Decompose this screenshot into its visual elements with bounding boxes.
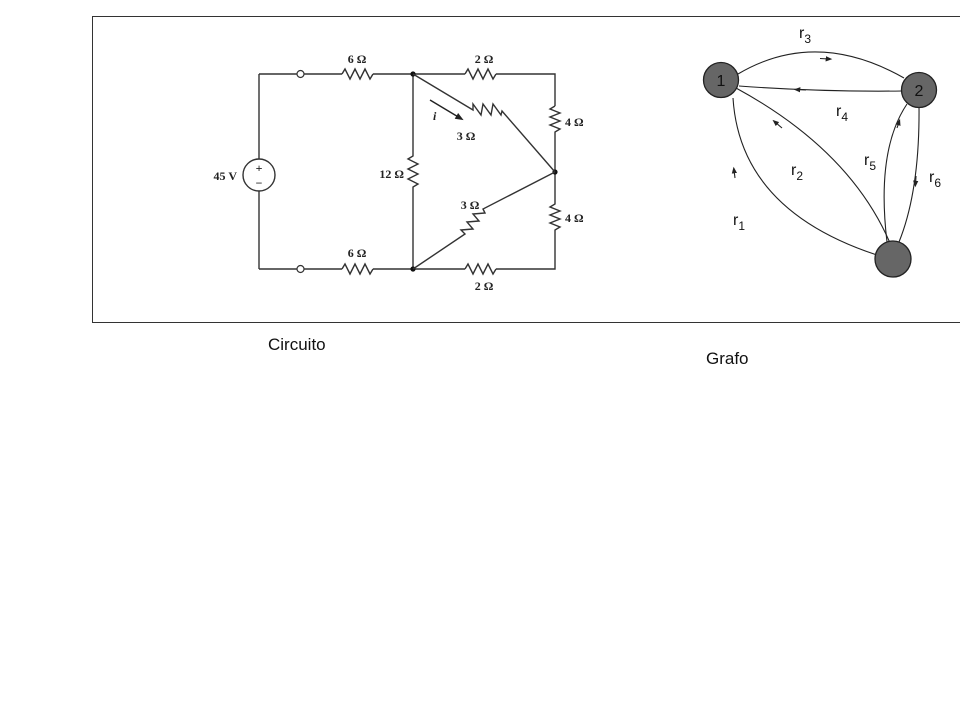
edge-r3	[737, 51, 905, 79]
terminal-top	[296, 69, 305, 79]
voltage-source	[242, 158, 276, 192]
edge-label-r4: r4	[836, 103, 848, 124]
edge-r2	[735, 87, 891, 244]
edge-r1	[732, 97, 878, 256]
current-arrow	[429, 99, 464, 121]
resistor-diag-lower	[412, 171, 556, 270]
figure-frame	[92, 16, 960, 323]
terminal-bottom	[296, 264, 305, 274]
edge-r1-arrow	[731, 166, 738, 179]
circuit-diagram: + − 45 V 6 Ω 2 Ω 6 Ω 2 Ω 12 Ω 4 Ω 4 Ω	[214, 52, 584, 293]
edge-r4	[738, 85, 903, 92]
graph-node-2-label: 2	[915, 83, 924, 100]
graph-node-1-label: 1	[717, 73, 726, 90]
edge-r5	[883, 103, 908, 243]
edge-label-r1: r1	[733, 212, 745, 233]
resistor-middle	[406, 74, 420, 269]
resistor-right-lower	[548, 172, 562, 236]
label-top-right: 2 Ω	[475, 52, 494, 66]
label-right-upper: 4 Ω	[565, 115, 584, 129]
edge-label-r2: r2	[791, 162, 803, 183]
circuit-caption: Circuito	[268, 335, 326, 354]
label-bottom-left: 6 Ω	[348, 246, 367, 260]
edge-r6	[898, 104, 920, 243]
graph-node-1	[702, 61, 740, 99]
label-diag-upper: 3 Ω	[457, 129, 476, 143]
edge-label-r6: r6	[929, 169, 941, 190]
edge-r2-arrow	[772, 119, 783, 129]
resistor-bottom-right	[464, 262, 497, 276]
source-label: 45 V	[214, 169, 238, 183]
graph-diagram: 1 2 r3 r4 r2 r5 r6 r1	[702, 25, 941, 278]
edge-label-r5: r5	[864, 152, 876, 173]
resistor-diag-upper	[412, 73, 556, 173]
edge-label-r3: r3	[799, 25, 811, 46]
resistor-right-upper	[548, 105, 562, 172]
edge-r5-arrow	[895, 118, 901, 129]
resistor-top-right	[464, 67, 497, 81]
current-label: i	[433, 109, 437, 123]
graph-node-2	[900, 71, 938, 109]
resistor-bottom-left	[341, 262, 374, 276]
resistor-top-left	[341, 67, 374, 81]
bottom-right-wire	[496, 236, 556, 270]
edge-r3-arrow	[819, 56, 833, 62]
label-right-lower: 4 Ω	[565, 211, 584, 225]
label-diag-lower: 3 Ω	[461, 198, 480, 212]
label-bottom-right: 2 Ω	[475, 279, 494, 293]
edge-r6-arrow	[913, 175, 919, 188]
label-top-left: 6 Ω	[348, 52, 367, 66]
label-middle: 12 Ω	[379, 167, 404, 181]
graph-caption: Grafo	[706, 349, 749, 368]
top-right-wire	[496, 73, 556, 106]
source-minus: −	[256, 176, 263, 190]
graph-node-3	[874, 240, 912, 278]
source-plus: +	[256, 161, 263, 175]
